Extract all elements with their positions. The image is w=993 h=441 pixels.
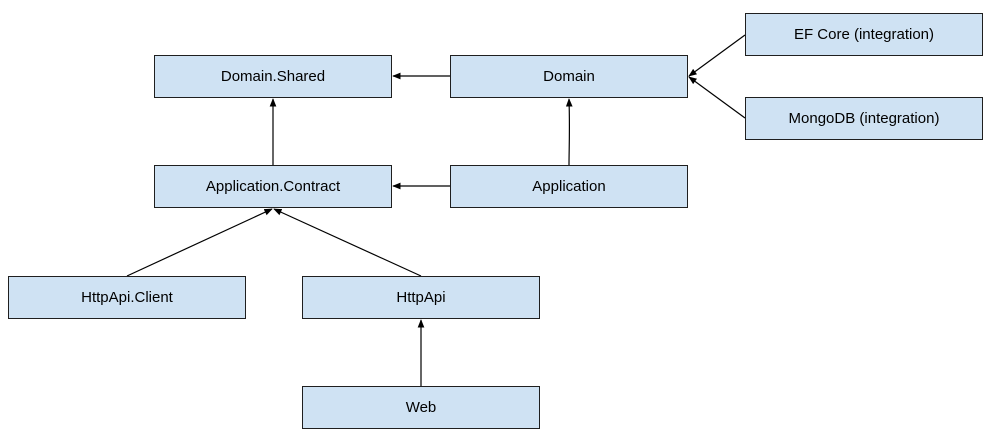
node-label: HttpApi.Client <box>81 289 173 306</box>
node-label: HttpApi <box>396 289 446 306</box>
node-label: Web <box>405 399 437 416</box>
node-domain: Domain <box>450 55 688 98</box>
node-label: Application <box>532 178 606 195</box>
node-application: Application <box>450 165 688 208</box>
node-label: Application.Contract <box>205 178 341 195</box>
edge-httpapi-client-to-app-contract <box>126 208 273 277</box>
node-ef-core: EF Core (integration) <box>745 13 983 56</box>
node-httpapi-client: HttpApi.Client <box>8 276 246 319</box>
node-label: EF Core (integration) <box>793 26 935 43</box>
node-mongodb: MongoDB (integration) <box>745 97 983 140</box>
node-application-contract: Application.Contract <box>154 165 392 208</box>
node-label: Domain.Shared <box>220 68 326 85</box>
edge-httpapi-to-app-contract <box>273 208 422 277</box>
node-domain-shared: Domain.Shared <box>154 55 392 98</box>
edge-efcore-to-domain <box>688 34 746 77</box>
node-label: MongoDB (integration) <box>788 110 940 127</box>
node-web: Web <box>302 386 540 429</box>
node-label: Domain <box>543 68 595 85</box>
node-httpapi: HttpApi <box>302 276 540 319</box>
edge-mongodb-to-domain <box>688 76 746 119</box>
